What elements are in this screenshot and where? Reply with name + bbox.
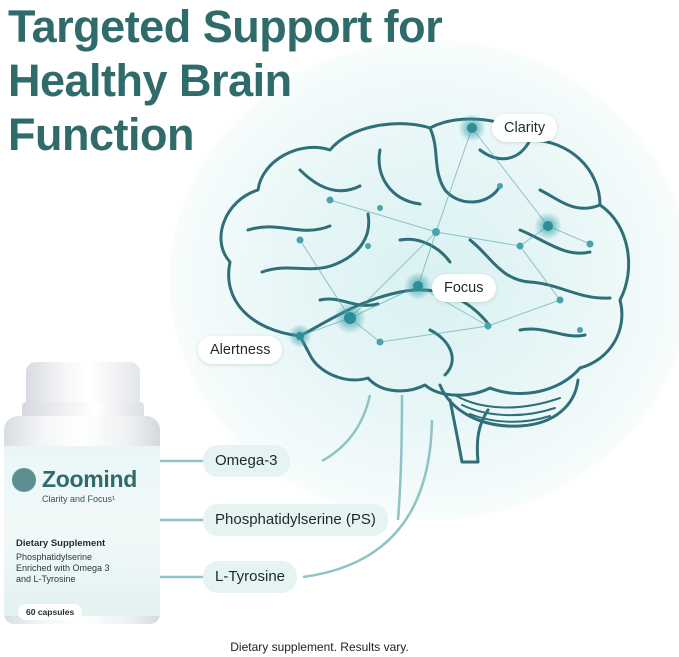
- product-description-line-1: Phosphatidylserine: [16, 552, 93, 562]
- neural-nodes: [288, 114, 594, 348]
- headline: Targeted Support for Healthy Brain Funct…: [8, 0, 443, 162]
- product-brand: Zoomind: [42, 466, 137, 492]
- connector-ps: [160, 394, 404, 522]
- product-description: Phosphatidylserine Enriched with Omega 3…: [16, 552, 156, 585]
- headline-line-3: Function: [8, 109, 194, 160]
- connector-ltyrosine: [160, 419, 434, 579]
- product-tagline: Clarity and Focus¹: [42, 494, 116, 504]
- headline-line-1: Targeted Support for: [8, 1, 443, 52]
- product-description-line-3: and L-Tyrosine: [16, 574, 76, 584]
- callout-clarity: Clarity: [492, 114, 558, 142]
- product-type: Dietary Supplement: [16, 538, 106, 549]
- capsule-count-badge: 60 capsules: [18, 604, 83, 620]
- disclaimer: Dietary supplement. Results vary.: [230, 640, 409, 654]
- product-bottle: Zoomind Clarity and Focus¹ Dietary Suppl…: [0, 362, 160, 624]
- ingredient-omega3: Omega-3: [203, 445, 290, 477]
- headline-line-2: Healthy Brain: [8, 55, 292, 106]
- bottle-body: Zoomind Clarity and Focus¹ Dietary Suppl…: [4, 416, 160, 624]
- ingredient-phosphatidylserine: Phosphatidylserine (PS): [203, 504, 388, 536]
- brain-emblem-icon: [12, 468, 36, 492]
- bottle-cap-rim: [22, 402, 144, 418]
- ingredient-l-tyrosine: L-Tyrosine: [203, 561, 298, 593]
- callout-focus: Focus: [432, 274, 496, 302]
- connector-omega3: [160, 394, 372, 463]
- product-description-line-2: Enriched with Omega 3: [16, 563, 110, 573]
- bottle-cap: [26, 362, 140, 406]
- callout-alertness: Alertness: [198, 336, 283, 364]
- ingredient-connectors: [160, 394, 434, 579]
